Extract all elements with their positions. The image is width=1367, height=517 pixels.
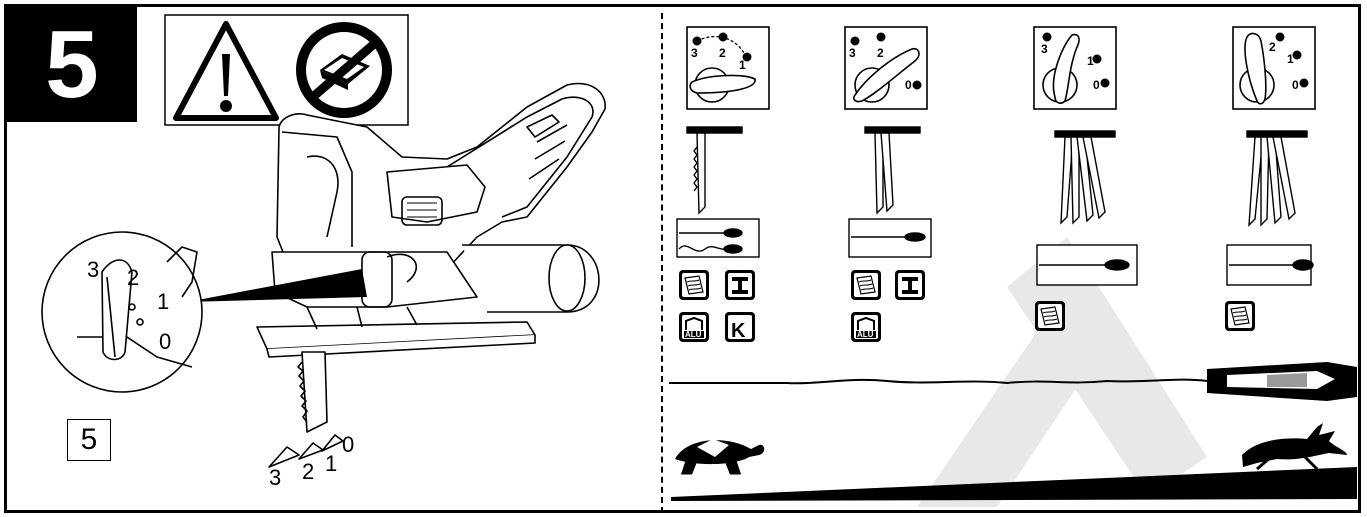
dial-4-label-1: 1 bbox=[1287, 52, 1294, 66]
dial-2-label-0: 0 bbox=[905, 78, 912, 92]
dial-4-label-2: 2 bbox=[1269, 40, 1276, 54]
section-divider bbox=[661, 13, 663, 513]
material-icons-setting-3 bbox=[1035, 301, 1065, 331]
alu-label-2: ALU bbox=[857, 330, 874, 339]
dial-1-label-2: 2 bbox=[719, 46, 726, 60]
alu-label-1: ALU bbox=[685, 330, 702, 339]
dial-mark-1: 1 bbox=[157, 289, 169, 314]
instruction-page: 5 bbox=[4, 4, 1361, 513]
dial-3-label-3: 3 bbox=[1041, 42, 1048, 56]
arrow-mark-0: 0 bbox=[342, 432, 354, 457]
dial-mark-0: 0 bbox=[159, 329, 171, 354]
dial-1-label-3: 3 bbox=[691, 46, 698, 60]
dial-mark-2: 2 bbox=[127, 265, 139, 290]
dial-setting-2 bbox=[845, 27, 927, 109]
dial-3-label-1: 1 bbox=[1087, 54, 1094, 68]
callout-label: 5 bbox=[67, 419, 111, 461]
arrow-mark-1: 1 bbox=[325, 451, 337, 476]
speed-indicator bbox=[669, 362, 1357, 401]
material-icons-setting-4 bbox=[1225, 301, 1255, 331]
dial-2-label-3: 3 bbox=[849, 46, 856, 60]
speed-ramp bbox=[671, 467, 1357, 501]
arrow-mark-2: 2 bbox=[302, 459, 314, 484]
dial-mark-3: 3 bbox=[87, 257, 99, 282]
arrow-mark-3: 3 bbox=[269, 465, 281, 490]
plastic-label: K bbox=[731, 320, 746, 342]
cut-type-graphics bbox=[677, 219, 1313, 285]
dial-2-label-2: 2 bbox=[877, 46, 884, 60]
rabbit-icon bbox=[1242, 423, 1347, 469]
dial-setting-1 bbox=[687, 27, 769, 109]
turtle-icon bbox=[675, 439, 764, 473]
dial-setting-3 bbox=[1034, 27, 1116, 109]
blade-motion-graphics bbox=[687, 127, 1307, 225]
speed-settings-panel: 3 2 1 3 2 0 3 1 0 2 1 0 bbox=[667, 7, 1360, 512]
dial-3-label-0: 0 bbox=[1093, 78, 1100, 92]
dial-4-label-0: 0 bbox=[1292, 78, 1299, 92]
dial-1-label-1: 1 bbox=[739, 58, 746, 72]
